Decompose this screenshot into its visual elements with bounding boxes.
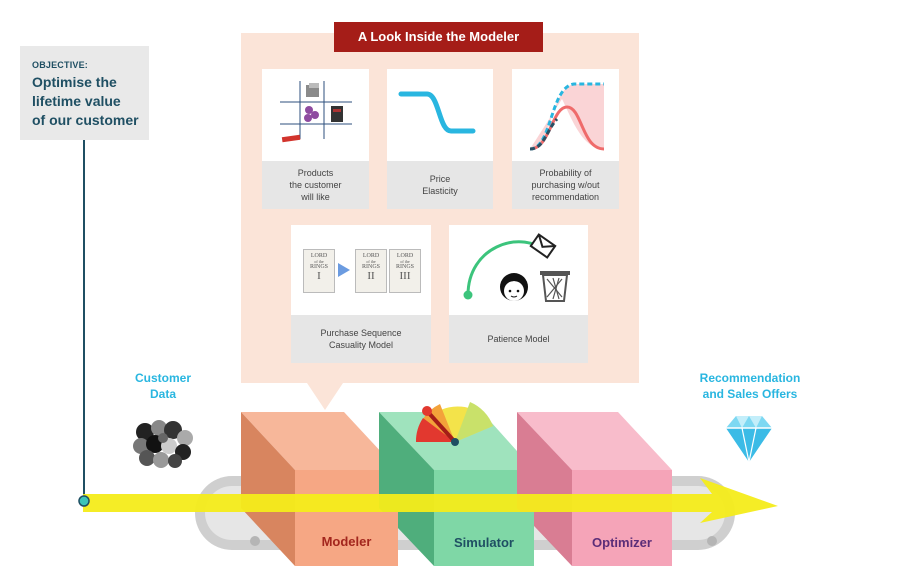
panel-pointer	[305, 380, 345, 410]
objective-box: OBJECTIVE: Optimise the lifetime value o…	[20, 46, 149, 140]
trash-bin-icon	[540, 271, 570, 302]
caption-line: Patience Model	[487, 334, 550, 344]
objective-label: OBJECTIVE:	[32, 60, 89, 70]
probability-curves-icon	[512, 69, 619, 161]
simulator-front	[434, 512, 534, 566]
modeler-label: Modeler	[321, 534, 372, 549]
caption-line: will like	[301, 192, 330, 202]
card-price-elasticity: Price Elasticity	[387, 69, 493, 209]
book-text: LORD	[310, 253, 328, 259]
caption-line: Casuality Model	[328, 340, 394, 350]
recommendation-label: Recommendation and Sales Offers	[680, 370, 820, 402]
objective-connector-line	[83, 140, 85, 500]
optimizer-front	[572, 512, 672, 566]
book-text: of the	[400, 259, 410, 264]
book-2: LORD of the RINGS II	[355, 249, 387, 293]
caption-line: Products	[297, 168, 334, 178]
card-products: Products the customer will like	[262, 69, 369, 209]
diamond-icon	[726, 416, 772, 463]
book-text: of the	[366, 259, 376, 264]
book-numeral: I	[317, 270, 321, 282]
book-text: LORD	[396, 253, 414, 259]
book-numeral: II	[367, 270, 375, 282]
label-line: Recommendation	[699, 371, 801, 385]
book-3: LORD of the RINGS III	[389, 249, 421, 293]
card-caption: Purchase Sequence Casuality Model	[291, 315, 431, 363]
simulator-label: Simulator	[454, 535, 514, 550]
caption-line: Price	[429, 174, 451, 184]
panel-title: A Look Inside the Modeler	[334, 22, 543, 52]
card-caption: Probability of purchasing w/out recommen…	[512, 161, 619, 209]
book-text: RINGS	[395, 264, 414, 270]
card-purchase-sequence: LORD of the RINGS I LORD of the RINGS II…	[291, 225, 431, 363]
optimizer-label: Optimizer	[592, 535, 652, 550]
objective-line-3: of our customer	[32, 112, 139, 128]
book-text: RINGS	[361, 264, 380, 270]
modeler-front	[295, 512, 398, 566]
book-text: of the	[314, 259, 324, 264]
caption-line: recommendation	[531, 192, 600, 202]
caption-line: the customer	[289, 180, 342, 190]
product-grid-icon	[262, 69, 369, 161]
card-probability: Probability of purchasing w/out recommen…	[512, 69, 619, 209]
gauge-icon	[415, 402, 493, 446]
customer-data-cluster-icon	[133, 420, 193, 468]
caption-line: Purchase Sequence	[320, 328, 402, 338]
caption-line: Probability of	[539, 168, 592, 178]
next-arrow-icon	[338, 263, 350, 277]
caption-line: Elasticity	[422, 186, 458, 196]
book-text: LORD	[362, 253, 380, 259]
book-1: LORD of the RINGS I	[303, 249, 335, 293]
envelope-icon	[529, 233, 557, 259]
label-line: Data	[149, 387, 176, 401]
card-caption: Patience Model	[449, 315, 588, 363]
card-patience-model: Patience Model	[449, 225, 588, 363]
card-caption: Products the customer will like	[262, 161, 369, 209]
customer-data-label: Customer Data	[120, 370, 206, 402]
patience-model-icon	[449, 225, 588, 315]
label-line: and Sales Offers	[702, 387, 798, 401]
person-icon	[500, 273, 528, 301]
book-text: RINGS	[309, 264, 328, 270]
price-elasticity-curve-icon	[387, 69, 493, 161]
label-line: Customer	[134, 371, 191, 385]
objective-line-1: Optimise the	[32, 74, 117, 90]
book-sequence-icon: LORD of the RINGS I LORD of the RINGS II…	[291, 225, 431, 315]
book-numeral: III	[399, 270, 411, 282]
card-caption: Price Elasticity	[387, 161, 493, 209]
caption-line: purchasing w/out	[531, 180, 600, 190]
objective-text: Optimise the lifetime value of our custo…	[32, 73, 149, 130]
objective-line-2: lifetime value	[32, 93, 121, 109]
